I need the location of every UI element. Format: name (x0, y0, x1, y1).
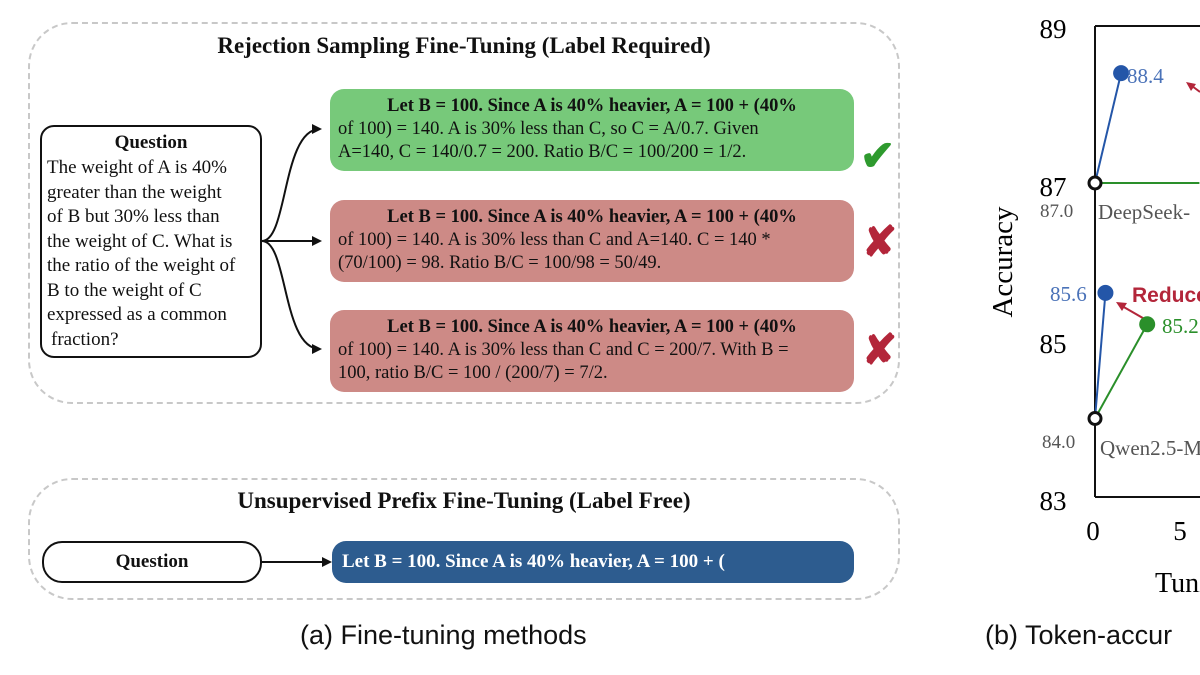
data-point-87-0 (1087, 175, 1103, 191)
model-label-qwen: Qwen2.5-M (1100, 436, 1200, 460)
point-label-85-2: 85.2 (1162, 314, 1199, 338)
caption-a: (a) Fine-tuning methods (300, 620, 587, 650)
question-line: The weight of A is 40% (47, 157, 227, 178)
prefix-box: Let B = 100. Since A is 40% heavier, A =… (332, 541, 854, 583)
y-axis-label: Accuracy (987, 206, 1019, 318)
solution-line: of 100) = 140. A is 30% less than C and … (338, 340, 789, 360)
data-point-85-6 (1097, 284, 1114, 301)
solution-line: of 100) = 140. A is 30% less than C, so … (338, 119, 759, 139)
x-axis-label: Tuni (1155, 568, 1200, 599)
question-line: of B but 30% less than (47, 206, 220, 227)
prefix-text: Let B = 100. Since A is 40% heavier, A =… (342, 551, 725, 572)
branch-arrows (261, 124, 322, 354)
y-tick-label: 89 (1040, 14, 1067, 44)
series-line-qwen-blue (1094, 292, 1107, 419)
question-line: greater than the weight (47, 181, 222, 203)
annotation-reduce: Reduce (1132, 284, 1200, 307)
solution-line: (70/100) = 98. Ratio B/C = 100/98 = 50/4… (338, 253, 662, 273)
reduce-arrow-head (1116, 302, 1127, 311)
x-tick-label: 0 (1086, 516, 1100, 546)
solution-line: of 100) = 140. A is 30% less than C and … (338, 230, 771, 250)
upft-arrow (262, 557, 332, 567)
data-point-85-2 (1139, 316, 1156, 333)
solution-wrong-1: Let B = 100. Since A is 40% heavier, A =… (330, 200, 854, 282)
series-line-qwen-green (1094, 323, 1149, 419)
upft-title: Unsupervised Prefix Fine-Tuning (Label F… (237, 488, 691, 513)
rsft-title: Rejection Sampling Fine-Tuning (Label Re… (217, 33, 711, 58)
solution-wrong-2: Let B = 100. Since A is 40% heavier, A =… (330, 310, 854, 392)
solution-lead: Let B = 100. Since A is 40% heavier, A =… (387, 96, 797, 116)
reduce-arrow-top-head (1186, 82, 1196, 91)
solution-correct: Let B = 100. Since A is 40% heavier, A =… (330, 89, 854, 171)
upft-question-label: Question (115, 551, 189, 572)
question-line: fraction? (51, 328, 119, 350)
question-heading: Question (114, 132, 188, 153)
solution-line: A=140, C = 140/0.7 = 200. Ratio B/C = 10… (338, 142, 747, 162)
check-icon: ✔ (860, 134, 896, 180)
accuracy-chart: 89 87 85 83 0 5 Accuracy Tuni 88.4 87.0 … (987, 14, 1200, 599)
data-point-88-4 (1113, 65, 1130, 82)
y-tick-label: 87 (1040, 172, 1067, 202)
point-label-87-0: 87.0 (1040, 201, 1073, 222)
upft-panel (28, 478, 900, 600)
question-line: expressed as a common (47, 304, 227, 325)
point-label-85-6: 85.6 (1050, 282, 1087, 306)
solution-lead: Let B = 100. Since A is 40% heavier, A =… (387, 317, 797, 337)
upft-question-box: Question (42, 541, 262, 583)
model-label-deepseek: DeepSeek- (1098, 200, 1190, 224)
question-line: the ratio of the weight of (47, 255, 236, 276)
y-tick-label: 83 (1040, 486, 1067, 516)
question-line: B to the weight of C (47, 279, 202, 301)
x-tick-label: 5 (1173, 516, 1187, 546)
point-label-88-4: 88.4 (1127, 64, 1164, 88)
solution-lead: Let B = 100. Since A is 40% heavier, A =… (387, 207, 797, 227)
question-box: Question The weight of A is 40% greater … (40, 125, 262, 358)
point-label-84-0: 84.0 (1042, 432, 1075, 453)
series-line-deepseek-blue (1094, 72, 1123, 184)
data-point-84-0 (1087, 411, 1103, 426)
cross-icon: ✘ (862, 220, 898, 266)
cross-icon: ✘ (862, 328, 898, 374)
y-tick-label: 85 (1040, 329, 1067, 359)
rsft-panel (28, 22, 900, 404)
question-line: the weight of C. What is (47, 230, 233, 252)
caption-b: (b) Token-accur (985, 620, 1173, 650)
solution-line: 100, ratio B/C = 100 / (200/7) = 7/2. (338, 363, 608, 383)
